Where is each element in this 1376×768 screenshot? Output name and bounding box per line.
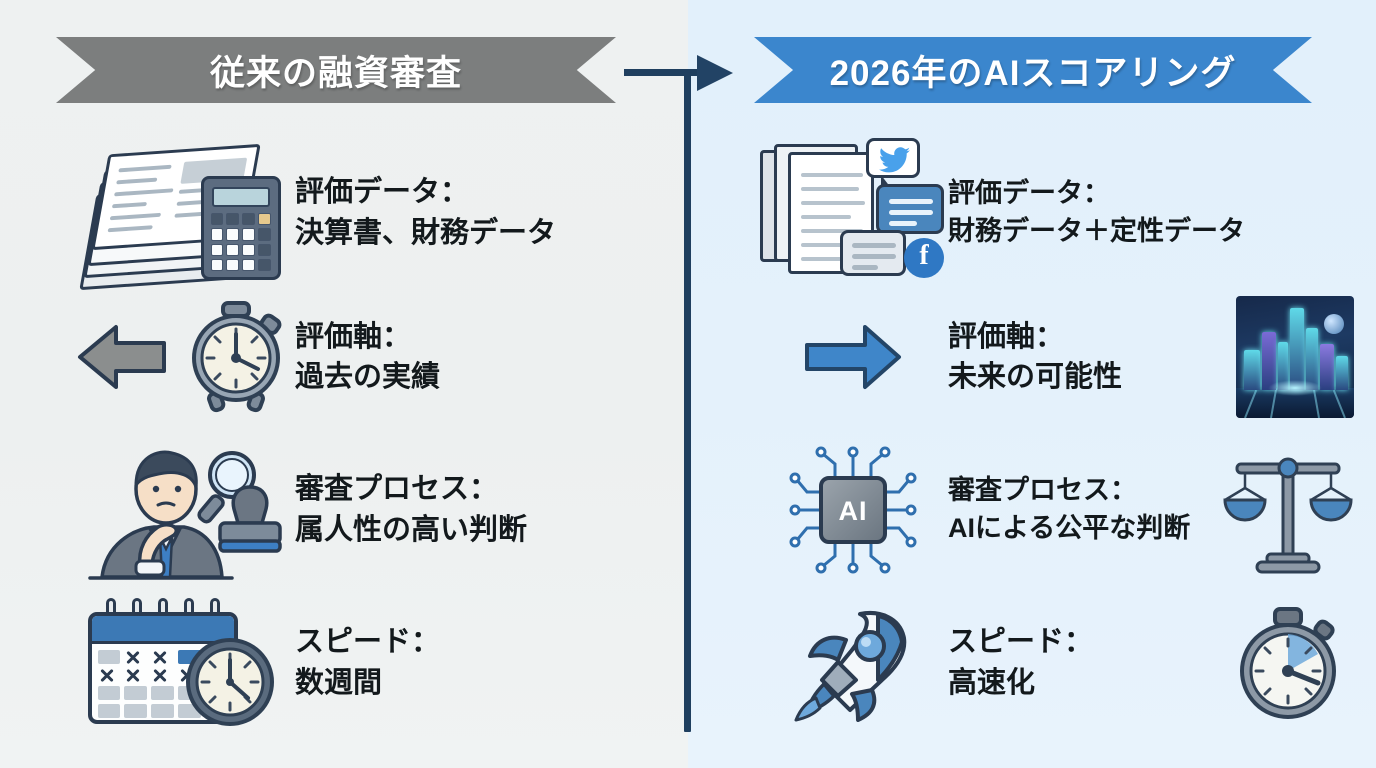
left-banner-label: 従来の融資審査 — [209, 53, 462, 93]
left-row-3-line1: 審査プロセス： — [295, 473, 499, 506]
right-row-1-text: 評価データ： 財務データ＋定性データ — [948, 175, 1358, 250]
calendar-clock-icon — [70, 597, 295, 728]
alarm-clock-icon — [182, 301, 290, 413]
right-row-4-text: スピード： 高速化 — [948, 622, 1218, 702]
connector-horizontal-line — [624, 69, 699, 76]
right-row-1-line2: 財務データ＋定性データ — [948, 215, 1245, 246]
left-row-3: 審査プロセス： 属人性の高い判断 — [70, 432, 660, 587]
twitter-bubble-icon — [866, 137, 920, 188]
documents-social-bubbles-icon: f — [758, 137, 948, 288]
blue-right-arrow-icon — [758, 319, 948, 395]
future-city-image — [1232, 296, 1358, 418]
ai-chip-icon: AI — [758, 446, 948, 574]
chat-bubble-blue-icon — [876, 183, 944, 234]
left-row-4: スピード： 数週間 — [70, 590, 660, 735]
chat-bubble-gray-icon — [840, 229, 906, 276]
right-row-4: スピード： 高速化 — [758, 590, 1358, 735]
left-arrow-clock-icon — [70, 301, 295, 413]
left-row-2-text: 評価軸： 過去の実績 — [295, 317, 660, 397]
ai-chip-label: AI — [819, 475, 887, 544]
right-banner: 2026年のAIスコアリング — [754, 37, 1312, 103]
documents-calculator-icon — [70, 143, 295, 291]
connector-vertical-line — [684, 72, 691, 732]
right-row-3-text: 審査プロセス： AIによる公平な判断 — [948, 472, 1218, 547]
left-row-3-text: 審査プロセス： 属人性の高い判断 — [295, 469, 660, 549]
right-row-1-line1: 評価データ： — [948, 178, 1110, 209]
left-row-1-line1: 評価データ： — [295, 176, 470, 209]
left-row-2-line2: 過去の実績 — [295, 361, 441, 393]
left-row-1-text: 評価データ： 決算書、財務データ — [295, 172, 660, 252]
left-row-4-text: スピード： 数週間 — [295, 622, 660, 702]
right-row-3: AI 審査プロセス： AIによる公平な判断 — [758, 432, 1358, 587]
right-row-4-line2: 高速化 — [948, 666, 1036, 699]
right-row-3-line2: AIによる公平な判断 — [948, 512, 1191, 543]
rocket-icon — [758, 604, 948, 722]
left-row-2-line1: 評価軸： — [295, 320, 412, 353]
left-row-3-line2: 属人性の高い判断 — [295, 513, 528, 546]
left-banner: 従来の融資審査 — [56, 37, 616, 103]
left-row-4-line1: スピード： — [295, 626, 441, 659]
left-row-1: 評価データ： 決算書、財務データ — [70, 140, 660, 291]
right-banner-label: 2026年のAIスコアリング — [829, 53, 1237, 93]
left-row-1-line2: 決算書、財務データ — [295, 216, 557, 249]
gray-left-arrow-icon — [76, 321, 168, 393]
left-row-2: 評価軸： 過去の実績 — [70, 292, 660, 422]
scales-of-justice-icon — [1218, 450, 1358, 573]
right-row-2-line1: 評価軸： — [948, 320, 1065, 353]
right-row-3-line1: 審査プロセス： — [948, 475, 1137, 506]
right-row-2: 評価軸： 未来の可能性 — [758, 292, 1358, 422]
left-row-4-line2: 数週間 — [295, 666, 383, 699]
facebook-icon: f — [904, 237, 944, 278]
right-row-2-text: 評価軸： 未来の可能性 — [948, 317, 1232, 397]
right-row-2-line2: 未来の可能性 — [948, 361, 1123, 393]
connector-arrow-icon — [697, 55, 733, 91]
right-row-1: f 評価データ： 財務データ＋定性データ — [758, 137, 1358, 288]
stopwatch-icon — [1218, 606, 1358, 719]
right-row-4-line1: スピード： — [948, 626, 1094, 659]
thinking-person-magnifier-stamp-icon — [70, 437, 295, 582]
